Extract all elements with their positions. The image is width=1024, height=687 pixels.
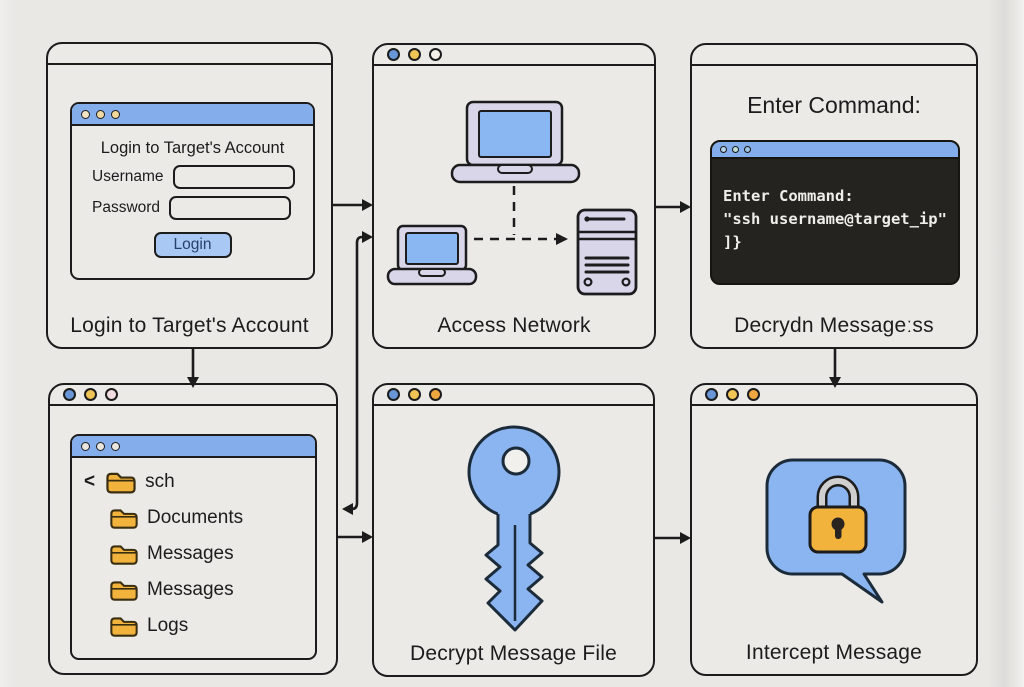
folder-icon — [106, 472, 136, 493]
key-icon — [467, 425, 561, 632]
terminal-line: Enter Command: — [723, 187, 854, 205]
step-caption-command: Decrydn Messageːss — [734, 314, 934, 337]
folder-icon — [110, 616, 138, 637]
username-field[interactable] — [172, 165, 295, 189]
panel-decrypt-header — [374, 385, 653, 406]
window-dot-icon — [111, 109, 120, 119]
window-dot-icon — [705, 388, 718, 401]
panel-files: < sch Documents — [48, 383, 338, 675]
username-label: Username — [92, 168, 164, 185]
window-dot-icon — [429, 48, 442, 61]
panel-files-header — [50, 385, 336, 406]
window-dot-icon — [387, 48, 400, 61]
window-dot-icon — [96, 441, 105, 451]
panel-decrypt: Decrypt Message File — [372, 383, 655, 677]
window-dot-icon — [408, 48, 421, 61]
padlock-icon — [808, 475, 868, 554]
window-dot-icon — [747, 388, 760, 401]
window-dot-icon — [81, 441, 90, 451]
command-heading: Enter Command: — [747, 92, 921, 118]
window-dot-icon — [105, 388, 118, 401]
folder-icon — [110, 580, 138, 601]
window-dot-icon — [744, 146, 751, 153]
folder-row-root[interactable]: < sch — [72, 464, 315, 500]
panel-command-header — [692, 45, 976, 66]
locked-message-icon — [765, 458, 907, 604]
terminal-line: "ssh username@target_ip" — [723, 210, 947, 228]
window-dot-icon — [726, 388, 739, 401]
window-dot-icon — [111, 441, 120, 451]
window-dot-icon — [732, 146, 739, 153]
window-dot-icon — [720, 146, 727, 153]
window-dot-icon — [408, 388, 421, 401]
network-diagram — [386, 100, 638, 296]
step-caption-network: Access Network — [437, 314, 591, 337]
login-window: Login to Target's Account Username Passw… — [70, 102, 315, 280]
folder-label: Documents — [147, 507, 244, 528]
terminal-titlebar — [712, 142, 958, 159]
file-browser-window: < sch Documents — [70, 434, 317, 660]
password-label: Password — [92, 199, 161, 216]
file-browser-titlebar — [72, 436, 315, 458]
window-dot-icon — [81, 109, 90, 119]
network-link-lines — [474, 186, 568, 245]
panel-command: Enter Command: Enter Command: "ssh usern… — [690, 43, 978, 349]
window-dot-icon — [84, 388, 97, 401]
folder-row[interactable]: Documents — [72, 500, 315, 536]
terminal-line: ]} — [723, 233, 742, 251]
window-dot-icon — [63, 388, 76, 401]
panel-login: Login to Target's Account Username Passw… — [46, 42, 333, 349]
folder-icon — [110, 508, 138, 529]
server-icon — [576, 208, 638, 296]
folder-label: sch — [145, 471, 175, 492]
login-button[interactable]: Login — [153, 232, 232, 258]
step-caption-intercept: Intercept Message — [745, 641, 923, 664]
password-field[interactable] — [169, 196, 292, 220]
panel-intercept: Intercept Message — [690, 383, 978, 676]
window-dot-icon — [429, 388, 442, 401]
panel-network-header — [374, 45, 654, 66]
window-dot-icon — [96, 109, 105, 119]
folder-label: Logs — [147, 615, 189, 636]
folder-label: Messages — [147, 543, 234, 564]
step-caption-decrypt: Decrypt Message File — [409, 642, 618, 665]
folder-label: Messages — [147, 579, 234, 600]
folder-row[interactable]: Messages — [72, 572, 315, 608]
panel-login-header — [48, 44, 331, 65]
terminal-output: Enter Command: "ssh username@target_ip" … — [712, 159, 958, 254]
laptop-icon — [450, 100, 581, 184]
folder-icon — [110, 544, 138, 565]
back-chevron-icon[interactable]: < — [84, 471, 96, 492]
login-heading: Login to Target's Account — [100, 139, 285, 157]
folder-row[interactable]: Logs — [72, 608, 315, 644]
terminal-window[interactable]: Enter Command: "ssh username@target_ip" … — [710, 140, 960, 285]
window-dot-icon — [387, 388, 400, 401]
login-window-titlebar — [72, 104, 313, 126]
laptop-icon — [386, 224, 478, 286]
folder-row[interactable]: Messages — [72, 536, 315, 572]
panel-intercept-header — [692, 385, 976, 406]
panel-network: Access Network — [372, 43, 656, 349]
step-caption-login: Login to Target's Account — [70, 314, 309, 337]
